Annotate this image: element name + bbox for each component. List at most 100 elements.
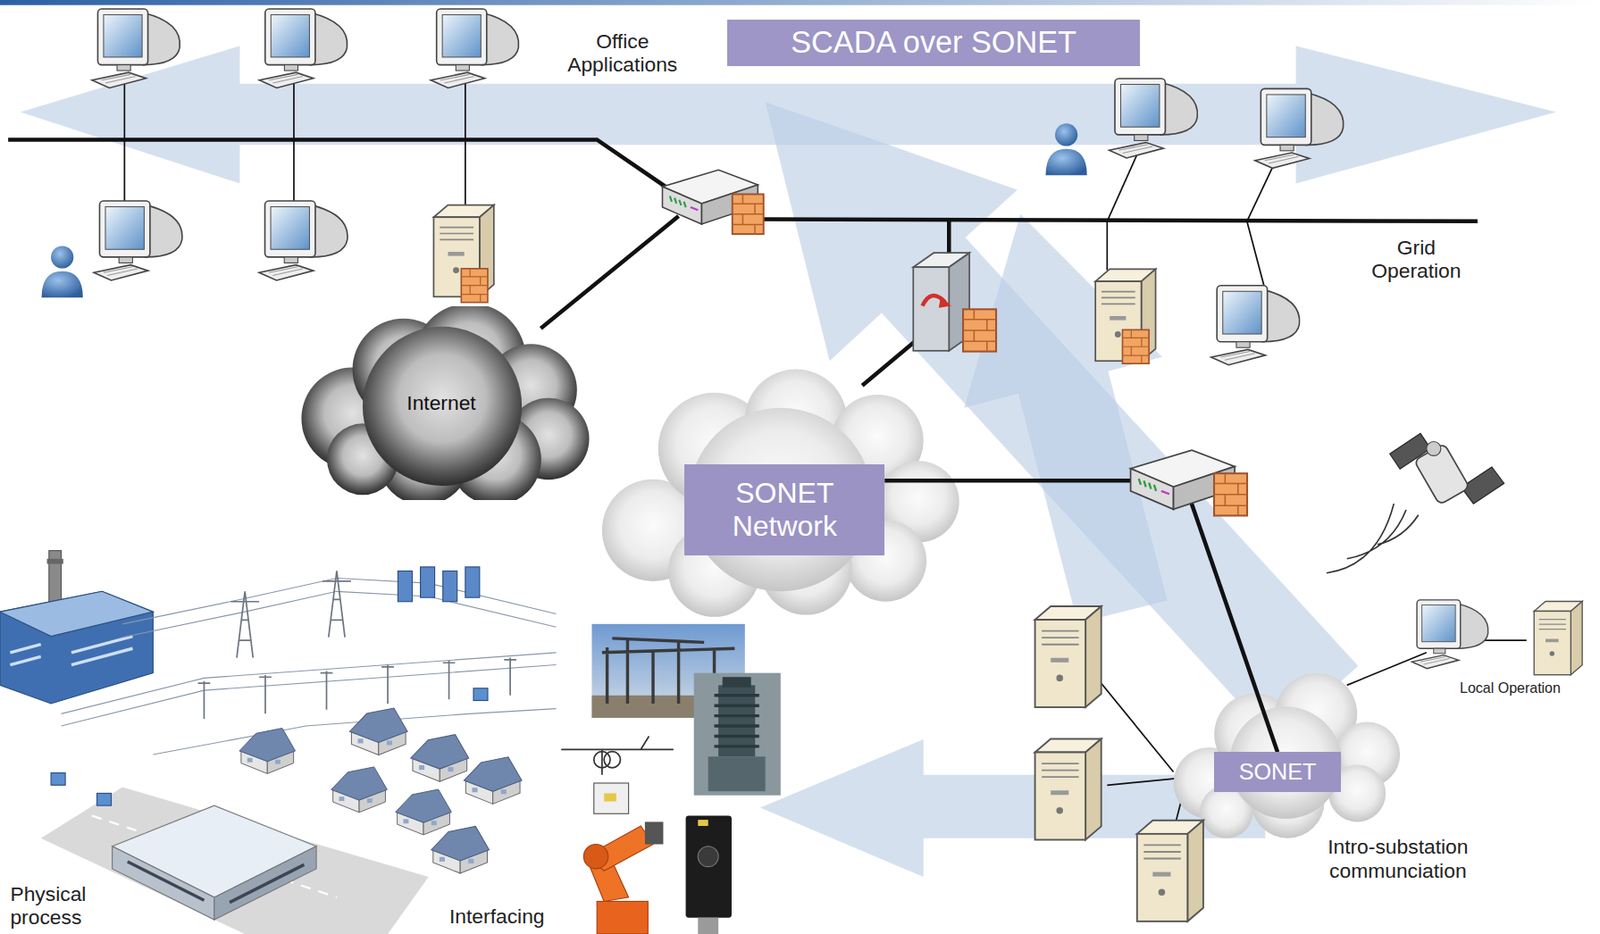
device-links [1347,653,1427,687]
physical-process-illustration [97,793,112,806]
node-text: SONET [1228,759,1327,786]
interfacing-devices [556,624,781,934]
physical-process-illustration [47,559,64,565]
physical-process-illustration [463,757,522,805]
network-wires [8,139,1478,386]
physical-process-illustration [443,570,458,602]
interfacing-devices [694,673,781,796]
substation-servers [1035,606,1102,708]
interfacing-devices [697,820,708,827]
grid-operation-computers [1122,329,1149,364]
interfacing-devices [714,695,760,747]
network-wires [540,216,679,329]
office-computers [430,8,519,88]
grid-operation-computers [1108,78,1198,159]
physical-process-illustration [0,591,153,704]
network-wires [862,338,919,386]
router-firewall [1214,473,1248,516]
gateway-device [963,309,997,352]
sonet-cloud [1173,673,1401,839]
satellite [1426,441,1441,456]
node-text: SONET Network [700,477,869,544]
physical-process-illustration [152,709,556,755]
device-links [293,139,295,204]
physical-process-illustration [230,591,260,658]
substation-servers [1035,738,1102,840]
physical-process-illustration [397,567,479,603]
local-operation-devices [1533,602,1583,676]
physical-process-illustration [239,728,296,774]
flow-arrows [963,214,1167,624]
physical-process-illustration [198,660,517,684]
grid-operation-computers [1255,88,1344,168]
gateway-device [913,252,997,352]
local-operation-devices [1411,600,1583,676]
internet-cloud: Internet [291,306,593,501]
physical-process-illustration [9,636,133,666]
substation-servers [1137,820,1204,922]
physical-process-illustration [473,688,488,702]
interfacing-devices [686,816,732,919]
title-banner: SCADA over SONET [727,19,1141,66]
grid-operation-computers [1046,78,1344,366]
device-links [293,81,295,140]
title-text: SCADA over SONET [746,25,1122,60]
gateway-device [913,267,949,352]
device-links [1106,152,1138,222]
sonet-network-cloud [602,368,960,617]
interfacing-devices [708,756,766,792]
interfacing-devices [561,736,674,775]
physical-process-illustration [465,567,480,598]
satellite [1414,443,1470,506]
interfacing-devices [697,918,719,934]
area-label: Grid Operation [1355,235,1478,284]
physical-process-illustration [127,862,305,904]
physical-process-illustration [122,578,556,624]
device-links [464,139,467,210]
network-wires [8,139,669,189]
router-firewall [661,169,763,235]
interfacing-devices [722,677,752,687]
office-computers [460,268,488,303]
interfacing-devices [583,845,608,870]
network-wires [760,219,1478,222]
interfacing-devices [603,752,620,769]
network-link [884,480,1278,753]
cloud-lobe [361,326,521,486]
local-operation-devices [1411,600,1488,670]
area-label: Interfacing [449,904,545,929]
interfacing-devices [603,793,617,802]
interfacing-devices [596,901,648,934]
physical-process-illustration [203,658,511,721]
grid-operation-computers [1046,123,1088,176]
physical-process-illustration [322,570,352,637]
device-links [123,81,126,140]
device-links [464,81,467,140]
device-links [1097,678,1174,772]
office-computers [259,8,347,88]
device-links [1247,221,1266,292]
physical-process-illustration [397,570,412,602]
satellite [1326,503,1419,574]
area-label: Office Applications [545,29,699,77]
office-computers [259,201,348,281]
node-text: Internet [406,391,476,415]
area-label: Intro-substation communciation [1296,835,1500,883]
interfacing-devices [556,728,679,819]
device-links [1105,221,1108,271]
grid-operation-computers [1211,285,1300,366]
router-firewall [732,193,764,235]
physical-process-illustration [50,773,66,787]
physical-process-illustration [41,787,429,934]
device-links [123,139,126,204]
network-label-box: SONET [1214,752,1341,793]
office-computers [93,201,183,281]
area-label: Physical process [9,882,123,930]
physical-process-illustration [122,591,556,637]
interfacing-devices [697,846,719,868]
flow-arrows [20,45,1557,878]
device-links [1482,639,1527,642]
device-label: Local Operation [1459,680,1561,697]
top-bar [0,0,1600,6]
